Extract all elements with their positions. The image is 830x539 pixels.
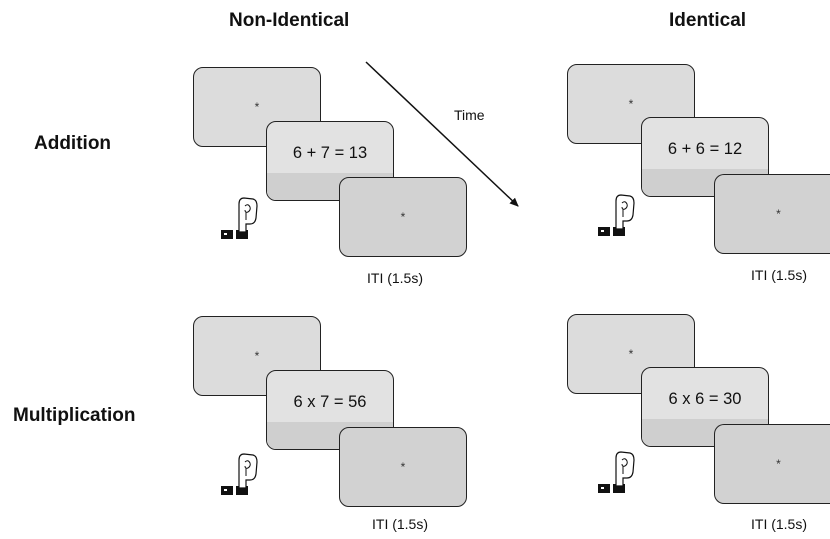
iti-label: ITI (1.5s) [372, 516, 429, 532]
time-label: Time [454, 107, 485, 123]
iti-screen: * [339, 177, 467, 257]
iti-screen: * [339, 427, 467, 507]
hand-response-icon [221, 197, 258, 239]
fixation-cross: * [628, 96, 634, 111]
fixation-cross: * [776, 456, 781, 471]
iti-label: ITI (1.5s) [751, 516, 808, 532]
hand-response-icon [598, 451, 635, 493]
fixation-cross: * [628, 346, 634, 361]
fixation-cross: * [254, 348, 260, 363]
iti-label: ITI (1.5s) [751, 267, 808, 283]
equation-text: 6 x 7 = 56 [293, 393, 367, 411]
row-header-multiplication: Multiplication [13, 405, 136, 426]
fixation-cross: * [776, 206, 781, 221]
fixation-cross: * [400, 459, 406, 474]
iti-screen: * [714, 174, 830, 254]
equation-screen: 6 + 7 = 13 [266, 121, 394, 201]
hand-response-icon [598, 194, 635, 236]
equation-text: 6 x 6 = 30 [668, 390, 742, 408]
equation-text: 6 + 7 = 13 [292, 144, 368, 162]
hand-response-icon [221, 453, 258, 495]
fixation-cross: * [254, 99, 260, 114]
fixation-cross: * [400, 209, 406, 224]
iti-label: ITI (1.5s) [367, 270, 424, 286]
equation-text: 6 + 6 = 12 [667, 140, 743, 158]
column-header-non-identical: Non-Identical [229, 10, 350, 31]
column-header-identical: Identical [669, 10, 747, 31]
row-header-addition: Addition [34, 133, 112, 154]
iti-screen: * [714, 424, 830, 504]
